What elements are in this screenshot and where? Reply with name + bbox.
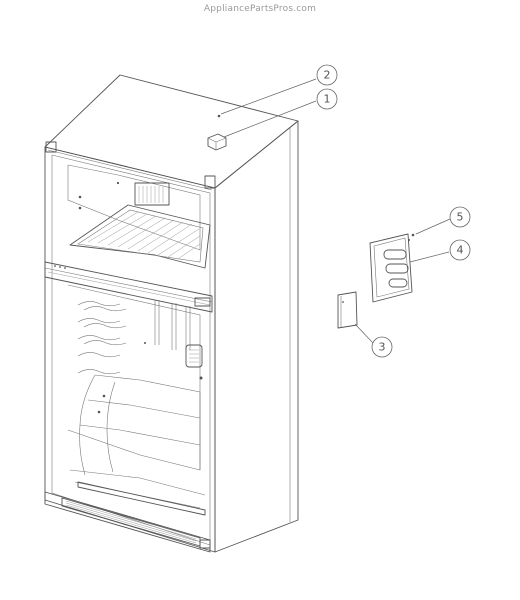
callout-2-label: 2 bbox=[324, 69, 331, 82]
callout-5-label: 5 bbox=[457, 211, 464, 224]
top-screw-part bbox=[217, 114, 221, 118]
cover-plate-part bbox=[337, 291, 358, 329]
top-hinge-bracket-part bbox=[207, 133, 227, 151]
callout-3: 3 bbox=[371, 336, 393, 358]
callout-1-label: 1 bbox=[324, 93, 331, 106]
leader-lines bbox=[220, 78, 451, 344]
callout-1: 1 bbox=[316, 88, 338, 110]
divider-mullion bbox=[44, 261, 213, 313]
freezer-compartment bbox=[67, 164, 211, 269]
watermark-text: AppliancePartsPros.com bbox=[203, 4, 317, 14]
evaporator-cover-part bbox=[369, 233, 413, 303]
refrigerator-cabinet bbox=[44, 74, 299, 553]
fresh-food-compartment bbox=[67, 284, 206, 516]
callout-2: 2 bbox=[316, 64, 338, 86]
base-grille bbox=[44, 491, 211, 553]
cover-screw-part bbox=[411, 233, 415, 237]
callout-4: 4 bbox=[449, 239, 471, 261]
callout-3-label: 3 bbox=[379, 341, 386, 354]
callout-4-label: 4 bbox=[457, 244, 464, 257]
callout-5: 5 bbox=[449, 206, 471, 228]
